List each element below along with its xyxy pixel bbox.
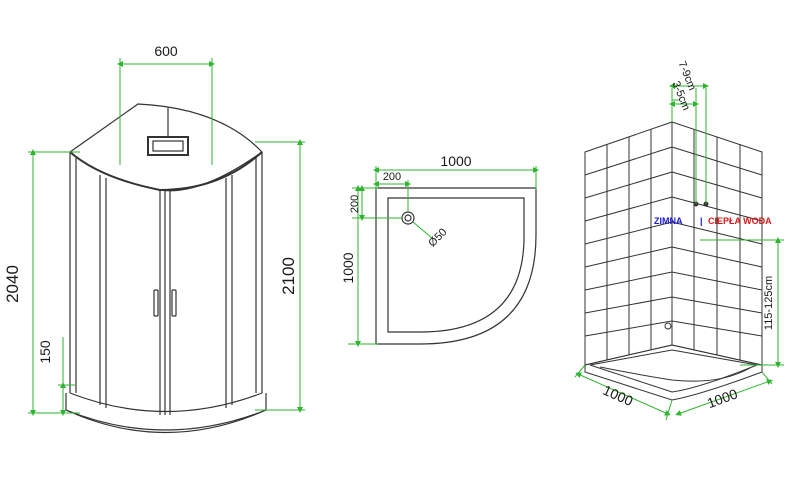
drain-icon bbox=[401, 211, 415, 225]
tray-plan bbox=[375, 187, 537, 345]
label-separator: | bbox=[700, 216, 703, 226]
tray-radius-x-label: 200 bbox=[383, 171, 401, 183]
door-handle-left bbox=[153, 289, 159, 317]
tray-height-label: 150 bbox=[37, 340, 53, 364]
shower-head-box bbox=[147, 136, 189, 156]
hot-water-label: CIEPŁA WODA bbox=[708, 216, 772, 226]
cabin-view bbox=[65, 103, 267, 434]
floor-drain-icon bbox=[664, 322, 672, 330]
wall-left-label: 1000 bbox=[601, 382, 636, 409]
cabin-dimensions bbox=[28, 58, 305, 416]
door-handle-right bbox=[171, 289, 177, 317]
wall-right-label: 1000 bbox=[705, 385, 740, 411]
installation-dimensions bbox=[574, 83, 784, 421]
cabin-door-right bbox=[225, 175, 233, 408]
cabin-tray bbox=[65, 393, 267, 431]
tray-depth-label: 1000 bbox=[340, 252, 356, 283]
tray-radius-y-label: 200 bbox=[349, 195, 361, 213]
cabin-door-left bbox=[99, 175, 107, 408]
installation-view bbox=[584, 121, 763, 401]
cabin-roof-edge bbox=[69, 151, 263, 192]
cabin-width-label: 600 bbox=[154, 43, 178, 59]
cabin-roof bbox=[69, 103, 263, 192]
cabin-height-full-label: 2100 bbox=[279, 257, 298, 295]
pipe-height-label: 115-125cm bbox=[763, 276, 775, 330]
tray-width-label: 1000 bbox=[440, 153, 471, 169]
drain-diameter-label: Ø50 bbox=[426, 226, 449, 249]
cold-water-label: ZIMNA bbox=[654, 216, 683, 226]
tray-dimensions bbox=[348, 166, 539, 347]
tray-outer bbox=[375, 187, 537, 345]
cabin-height-total-label: 2040 bbox=[3, 265, 22, 303]
tray-inner bbox=[387, 197, 525, 333]
